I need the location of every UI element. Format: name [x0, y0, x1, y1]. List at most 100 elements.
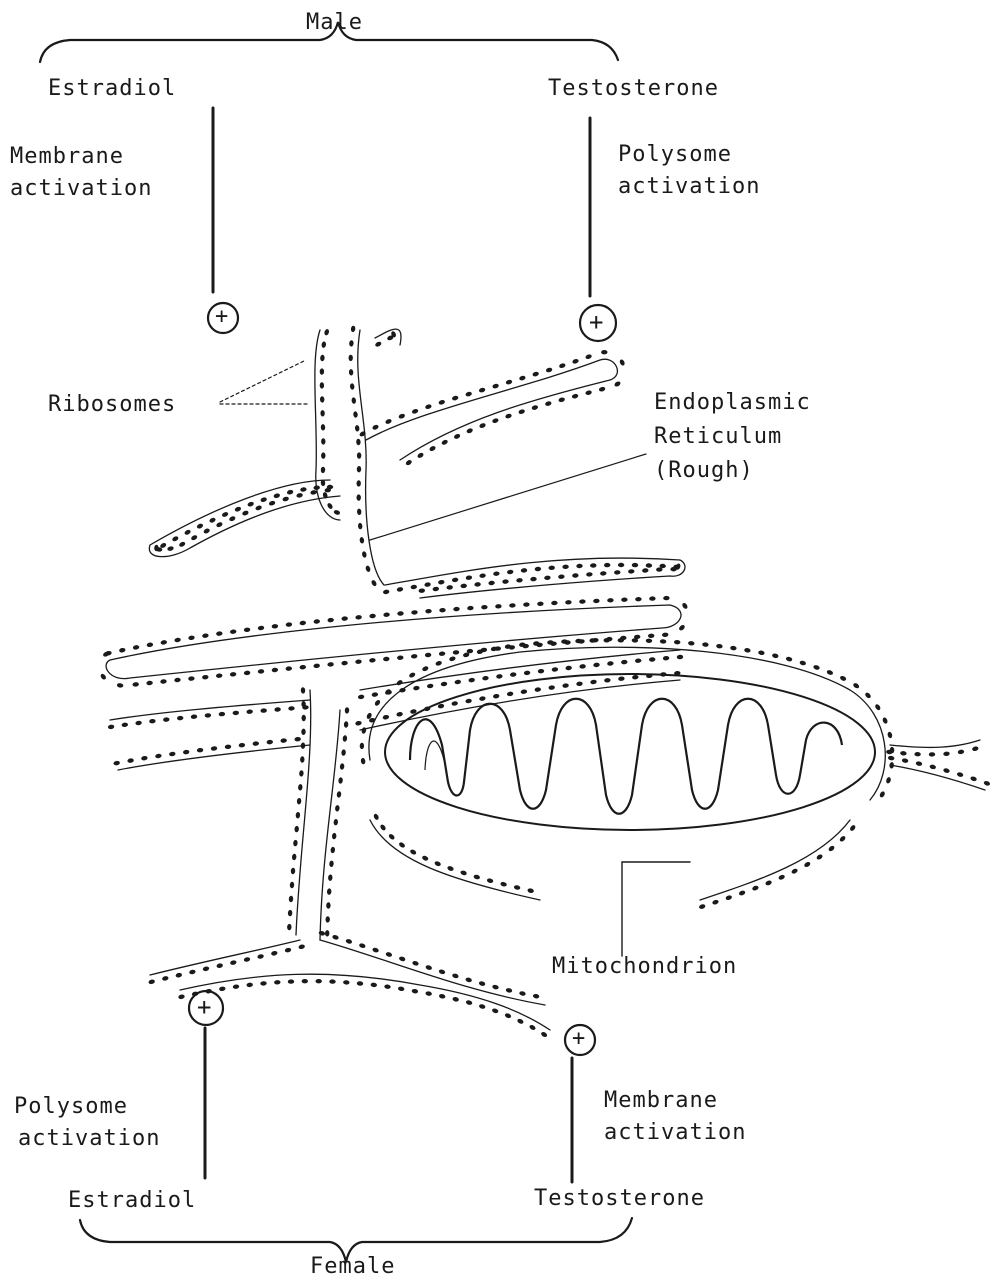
ribosome-dot [328, 874, 333, 881]
ribosome-dot [929, 752, 935, 757]
ribosome-dot [493, 571, 500, 576]
ribosome-dot [882, 717, 889, 725]
ribosome-dot [369, 658, 376, 663]
ribosome-dot [889, 762, 894, 769]
ribosome-dot [649, 596, 656, 601]
ribosome-dot [383, 589, 390, 594]
ribosome-dot [302, 979, 308, 984]
ribosome-dot [291, 868, 296, 875]
ribosome-dot [255, 505, 263, 511]
ribosome-dot [983, 780, 990, 786]
ribosome-dot [879, 791, 886, 799]
ribosome-dot [188, 676, 195, 681]
ribosome-dot [725, 895, 732, 901]
ribosome-dot [548, 685, 555, 690]
ribosome-dot [396, 711, 403, 717]
ribosome-dot [914, 752, 921, 757]
ribosome-dot [260, 981, 267, 986]
ribosome-dot [460, 583, 467, 588]
ribosome-leader-1 [220, 360, 306, 402]
er-membrane-line [320, 940, 545, 1005]
male-testosterone-label: Testosterone [548, 74, 719, 104]
male-testosterone-effect-line1: Polysome [618, 140, 732, 170]
ribosome-dot [370, 982, 377, 987]
ribosome-dot [632, 563, 638, 568]
ribosome-dot [519, 991, 526, 997]
ribosome-dot [383, 657, 390, 662]
ribosome-dot [516, 578, 523, 583]
male-estradiol-effect-line1: Membrane [10, 142, 124, 172]
ribosome-dot [418, 588, 425, 593]
ribosome-dot [178, 541, 186, 548]
ribosome-dot [447, 865, 455, 871]
ribosome-dot [398, 841, 406, 848]
ribosome-dot [372, 947, 379, 953]
ribosome-dot [271, 624, 278, 629]
ribosome-dot [345, 707, 350, 714]
ribosome-dot [520, 689, 527, 694]
ribosome-dot [242, 510, 250, 516]
ribosome-dot [585, 354, 593, 360]
ribosome-dot [432, 586, 439, 591]
ribosome-dot [133, 645, 140, 651]
ribosome-dot [244, 627, 251, 632]
ribosome-dot [493, 693, 500, 698]
ribosome-dot [373, 813, 380, 821]
ribosome-dot [385, 418, 393, 425]
ribosome-dot [540, 1031, 548, 1038]
ribosome-dot [288, 979, 295, 984]
ribosome-dot [219, 986, 226, 991]
ribosome-dot [197, 748, 204, 753]
ribosome-dot [258, 625, 265, 630]
ribosome-dot [576, 564, 583, 569]
ribosome-dot [344, 721, 349, 728]
mitochondrion-shape [385, 674, 875, 830]
er-leader [370, 454, 646, 540]
ribosome-dot [758, 650, 765, 656]
ribosome-dot [324, 328, 330, 335]
ribosome-dot [340, 763, 345, 770]
ribosome-dot [355, 615, 362, 620]
ribosome-dot [619, 359, 626, 367]
ribosome-dot [246, 709, 253, 714]
ribosome-dot [486, 878, 493, 884]
ribosome-dot [421, 855, 429, 862]
er-label-line2: Reticulum [654, 422, 782, 452]
female-testosterone-effect-line2: activation [604, 1118, 746, 1148]
ribosome-dot [121, 722, 128, 727]
ribosome-dot [558, 574, 565, 579]
ribosome-dot [492, 383, 499, 389]
ribosome-dot [371, 692, 378, 697]
ribosome-dot [174, 677, 181, 682]
ribosome-dot [301, 687, 306, 694]
ribosome-dot [345, 938, 352, 944]
ribosome-dot [356, 480, 361, 486]
ribosome-dot [342, 735, 347, 742]
ribosome-dot [405, 459, 413, 466]
ribosome-dot [357, 508, 362, 515]
ribosome-dot [321, 341, 326, 348]
ribosome-dot [488, 580, 495, 585]
ribosome-dot [957, 749, 964, 754]
ribosome-dot [327, 618, 334, 623]
ribosome-dot [160, 640, 167, 645]
ribosome-dot [413, 685, 420, 690]
ribosome-dot [465, 698, 472, 703]
ribosome-dot [302, 715, 306, 721]
ribosome-dot [618, 676, 625, 681]
ribosome-dot [365, 565, 371, 572]
ribosome-dot [361, 727, 367, 734]
ribosome-dot [545, 401, 552, 407]
ribosome-dot [452, 996, 459, 1002]
er-membrane-line [366, 359, 617, 460]
ribosome-dot [230, 629, 237, 634]
ribosome-dot [216, 631, 223, 636]
ribosome-dot [473, 874, 480, 880]
mito-leader [622, 862, 690, 956]
ribosome-dot [593, 599, 600, 604]
ribosome-dot [646, 563, 653, 568]
ribosome-dot [162, 975, 169, 981]
ribosome-dot [452, 577, 459, 582]
ribosome-dot [507, 569, 514, 574]
ribosome-dot [425, 991, 432, 996]
